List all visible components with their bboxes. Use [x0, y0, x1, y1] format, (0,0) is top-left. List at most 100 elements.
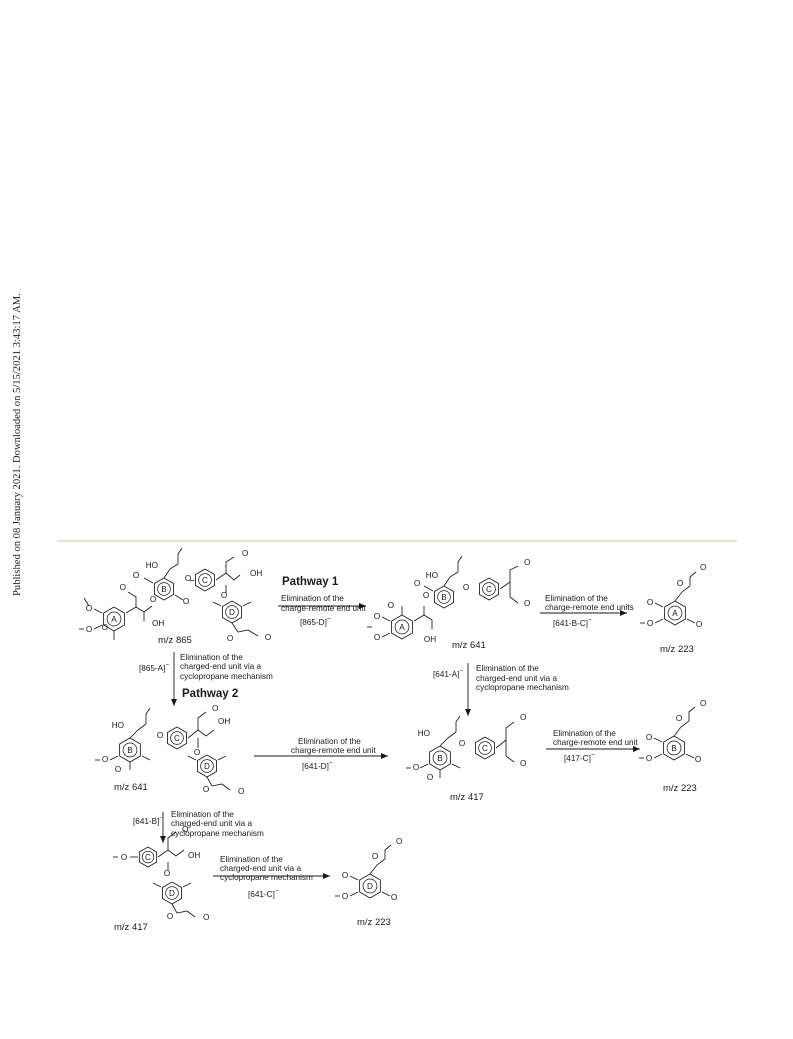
step-865-D: Elimination of the charge-remote end uni…: [281, 594, 366, 627]
bond: [163, 563, 179, 579]
ring-letter: D: [204, 762, 210, 771]
atom-label: O: [86, 625, 92, 634]
atom-label: HO: [426, 571, 438, 580]
mz-417-mid-label: m/z 417: [450, 792, 484, 803]
bond: [349, 891, 359, 897]
section-divider: [57, 540, 737, 542]
atom-label: O: [677, 579, 683, 588]
bond: [451, 763, 461, 769]
ring-letter: C: [174, 734, 180, 743]
step-641-C: Elimination of the charged-end unit via …: [220, 855, 313, 899]
bond: [212, 601, 222, 607]
atom-label: OH: [152, 619, 164, 628]
atom-label: O: [242, 549, 248, 558]
atom-label: O: [115, 765, 121, 774]
atom-label: O: [700, 699, 706, 708]
atom-label: O: [524, 599, 530, 608]
svg-text:Elimination of the: Elimination of the: [553, 729, 616, 738]
bond: [109, 755, 119, 761]
bond: [141, 755, 151, 761]
atom-label: O: [265, 633, 271, 642]
aromatic-ring: [434, 585, 454, 609]
svg-text:[641-C]−: [641-C]−: [248, 888, 279, 899]
ring-letter: D: [229, 608, 235, 617]
ring-inner-circle: [170, 731, 184, 745]
aromatic-ring: [663, 735, 685, 761]
atom-label: O: [182, 825, 188, 834]
bond: [206, 776, 231, 791]
svg-text:charge-remote end unit: charge-remote end unit: [553, 738, 638, 747]
bond: [455, 715, 461, 732]
bond: [381, 616, 391, 622]
atom-label: O: [695, 755, 701, 764]
aromatic-ring: [154, 577, 174, 601]
svg-text:charged-end unit via a: charged-end unit via a: [220, 864, 301, 873]
atom-label: O: [133, 571, 139, 580]
ring-inner-circle: [198, 573, 212, 587]
atom-label: O: [413, 763, 419, 772]
svg-text:Elimination of the: Elimination of the: [281, 594, 344, 603]
atom-label: O: [183, 597, 189, 606]
mz-641-left-label: m/z 641: [114, 782, 148, 793]
atom-label: O: [342, 871, 348, 880]
atom-label: O: [427, 773, 433, 782]
bond: [215, 556, 235, 581]
ring-inner-circle: [437, 590, 451, 604]
atom-label: O: [388, 601, 394, 610]
atom-label: O: [520, 759, 526, 768]
ring-letter: C: [202, 576, 208, 585]
bond: [217, 755, 227, 761]
ring-letter: D: [169, 889, 175, 898]
svg-text:cyclopropane mechanism: cyclopropane mechanism: [476, 683, 569, 692]
step-865-A: Elimination of the charged-end unit via …: [139, 653, 273, 681]
bond: [182, 882, 192, 888]
svg-text:charged-end unit via a: charged-end unit via a: [180, 662, 261, 671]
bond: [381, 632, 391, 638]
bond: [152, 882, 162, 888]
atom-label: O: [646, 733, 652, 742]
atom-label: HO: [418, 729, 430, 738]
svg-text:Elimination of the: Elimination of the: [180, 653, 243, 662]
bond: [242, 601, 252, 607]
svg-text:charge-remote end unit: charge-remote end unit: [291, 746, 376, 755]
atom-label: O: [120, 583, 126, 592]
svg-text:[865-A]−: [865-A]−: [139, 662, 169, 673]
bond: [685, 753, 695, 759]
ring-letter: C: [145, 853, 151, 862]
pathway-1-title: Pathway 1: [282, 576, 339, 588]
bond: [187, 755, 197, 761]
bond: [231, 622, 259, 637]
atom-label: O: [157, 731, 163, 740]
atom-label: O: [121, 853, 127, 862]
mz-865-label: m/z 865: [158, 635, 192, 646]
atom-label: O: [396, 837, 402, 846]
svg-text:Elimination of the: Elimination of the: [545, 594, 608, 603]
atom-label: OH: [218, 717, 230, 726]
atom-label: O: [150, 595, 156, 604]
bond: [654, 618, 664, 624]
ring-inner-circle: [141, 850, 155, 864]
ring-letter: B: [441, 593, 447, 602]
bond: [686, 618, 696, 624]
bond: [369, 858, 386, 875]
atom-label: O: [203, 785, 209, 794]
ring-inner-circle: [666, 740, 682, 756]
bond: [349, 875, 359, 881]
ring-letter: B: [437, 754, 443, 763]
bond: [689, 571, 697, 586]
bond: [413, 614, 433, 629]
step-641-A: Elimination of the charged-end unit via …: [433, 664, 569, 692]
mz-223-mid-label: m/z 223: [663, 783, 697, 794]
step-641-B: Elimination of the charged-end unit via …: [133, 810, 264, 838]
ring-inner-circle: [106, 611, 122, 627]
bond: [125, 606, 145, 621]
aromatic-ring: [359, 873, 381, 899]
mz-641-top-label: m/z 641: [452, 640, 486, 651]
pathway-2-title: Pathway 2: [182, 688, 238, 700]
svg-text:cyclopropane mechanism: cyclopropane mechanism: [220, 873, 313, 882]
ring-letter: B: [161, 585, 167, 594]
atom-label: O: [647, 619, 653, 628]
